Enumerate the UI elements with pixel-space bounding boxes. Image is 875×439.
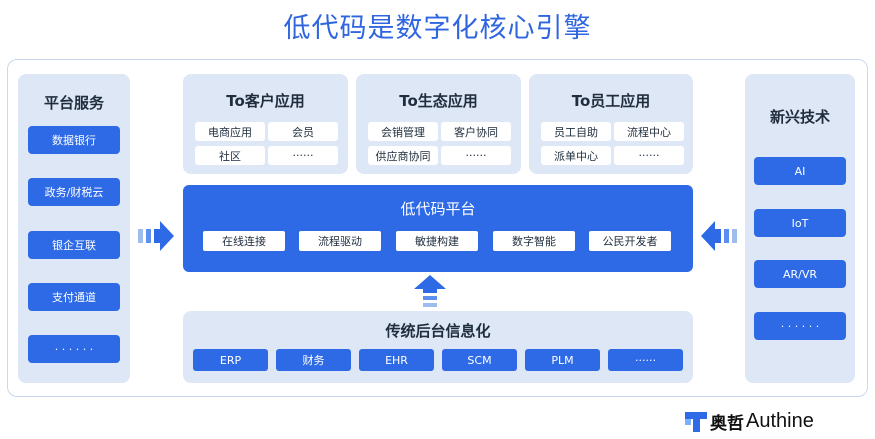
app-chip: 会销管理: [368, 122, 438, 141]
left-item: 数据银行: [28, 126, 120, 154]
app-chip: 客户协同: [441, 122, 511, 141]
left-panel: 平台服务 数据银行 政务/财税云 银企互联 支付通道 · · · · · ·: [18, 74, 130, 383]
app-chip: 流程中心: [614, 122, 684, 141]
left-item: 支付通道: [28, 283, 120, 311]
app-chip: ······: [441, 146, 511, 165]
app-box-title: To生态应用: [399, 92, 478, 110]
logo-en-text: Authine: [746, 409, 814, 432]
right-item: · · · · · ·: [754, 312, 846, 340]
platform-chip: 在线连接: [203, 231, 285, 251]
app-box-title: To客户应用: [226, 92, 305, 110]
app-chip: 员工自助: [541, 122, 611, 141]
legacy-chip: ······: [608, 349, 683, 371]
low-code-platform: 低代码平台 在线连接 流程驱动 敏捷构建 数字智能 公民开发者: [183, 185, 693, 272]
app-chip: 派单中心: [541, 146, 611, 165]
left-item: · · · · · ·: [28, 335, 120, 363]
left-item: 银企互联: [28, 231, 120, 259]
legacy-chip: PLM: [525, 349, 600, 371]
platform-chip: 数字智能: [493, 231, 575, 251]
left-item: 政务/财税云: [28, 178, 120, 206]
app-chip: 供应商协同: [368, 146, 438, 165]
platform-chip: 公民开发者: [589, 231, 671, 251]
legacy-chip: EHR: [359, 349, 434, 371]
left-panel-title: 平台服务: [43, 94, 104, 112]
app-chip: 电商应用: [195, 122, 265, 141]
right-item: AI: [754, 157, 846, 185]
legacy-chip: SCM: [442, 349, 517, 371]
app-box-employee: To员工应用 员工自助 流程中心 派单中心 ······: [529, 74, 693, 174]
legacy-panel: 传统后台信息化 ERP 财务 EHR SCM PLM ······: [183, 311, 693, 383]
platform-chip: 敏捷构建: [396, 231, 478, 251]
right-panel-title: 新兴技术: [769, 108, 830, 126]
authine-logo: 奥哲 Authine: [685, 407, 814, 435]
authine-logo-icon: [685, 412, 707, 432]
legacy-chip: ERP: [193, 349, 268, 371]
app-chip: 社区: [195, 146, 265, 165]
platform-title: 低代码平台: [400, 200, 476, 218]
app-box-title: To员工应用: [571, 92, 651, 110]
logo-cn-text: 奥哲: [710, 413, 744, 434]
right-item: IoT: [754, 209, 846, 237]
app-chip: ······: [614, 146, 684, 165]
legacy-title: 传统后台信息化: [385, 322, 491, 340]
right-item: AR/VR: [754, 260, 846, 288]
app-box-ecosystem: To生态应用 会销管理 客户协同 供应商协同 ······: [356, 74, 521, 174]
arrow-right-icon: [138, 221, 174, 251]
app-chip: ······: [268, 146, 338, 165]
platform-chip: 流程驱动: [299, 231, 381, 251]
app-chip: 会员: [268, 122, 338, 141]
diagram-title: 低代码是数字化核心引擎: [283, 13, 592, 44]
right-panel: 新兴技术 AI IoT AR/VR · · · · · ·: [745, 74, 855, 383]
arrow-left-icon: [701, 221, 737, 251]
legacy-chip: 财务: [276, 349, 351, 371]
app-box-customer: To客户应用 电商应用 会员 社区 ······: [183, 74, 348, 174]
arrow-up-icon: [414, 275, 446, 307]
